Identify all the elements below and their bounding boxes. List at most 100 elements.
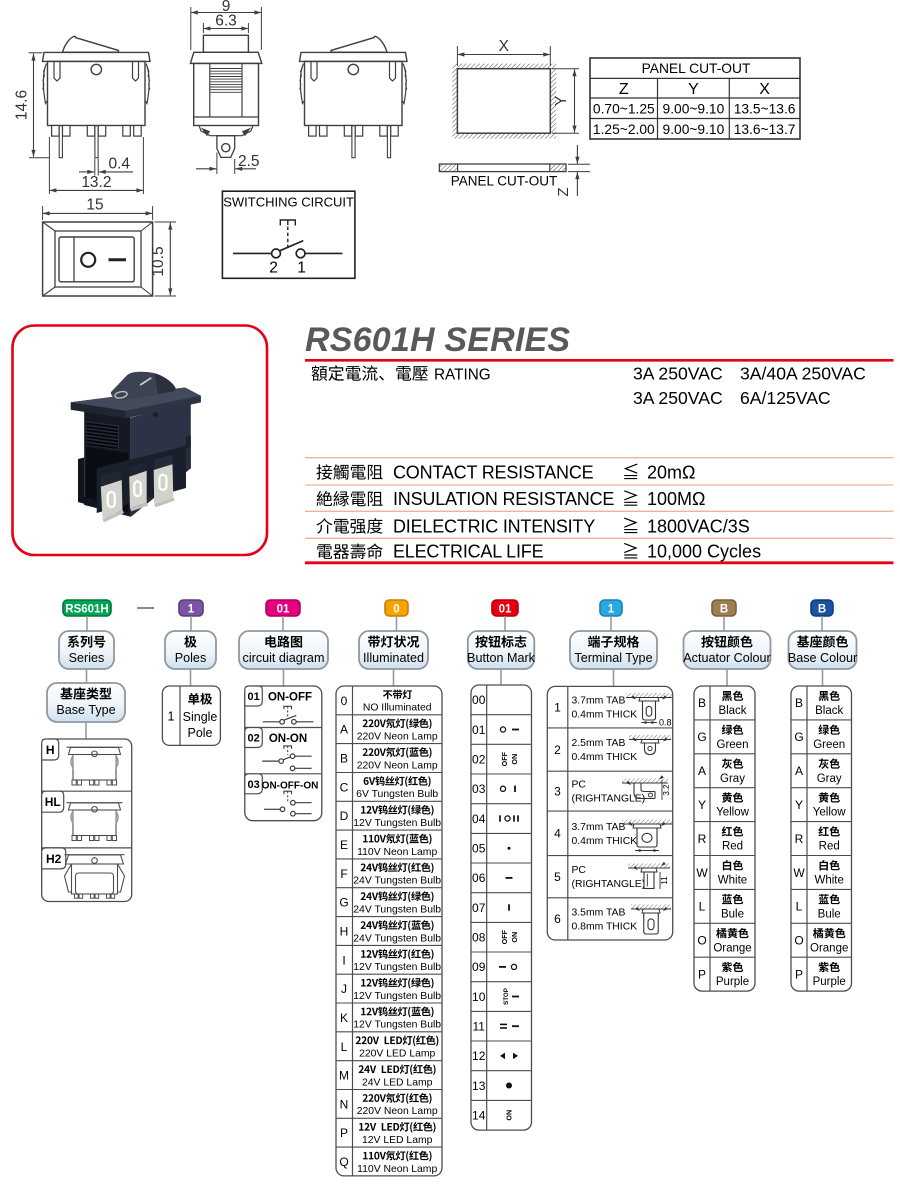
svg-text:L: L [699,900,706,914]
svg-text:24V Tungsten Bulb: 24V Tungsten Bulb [353,876,441,887]
svg-text:B: B [818,604,826,616]
svg-text:12V Tungsten Bulb: 12V Tungsten Bulb [353,818,441,829]
svg-text:Orange: Orange [810,942,848,954]
svg-text:Y: Y [795,798,803,812]
svg-text:12V LED Lamp: 12V LED Lamp [362,1135,433,1146]
svg-text:G: G [697,730,706,744]
svg-text:0.8mm THICK: 0.8mm THICK [572,921,638,932]
svg-text:0.8: 0.8 [659,718,672,728]
svg-text:W: W [793,866,805,880]
svg-text:X: X [759,81,770,98]
svg-text:F: F [340,867,347,881]
svg-text:3.2: 3.2 [662,784,671,796]
svg-text:D: D [340,809,349,823]
svg-text:Series: Series [69,651,105,665]
svg-text:13.5~13.6: 13.5~13.6 [734,102,796,117]
svg-text:13: 13 [472,1079,486,1093]
svg-text:03: 03 [247,779,259,791]
svg-text:Illuminated: Illuminated [363,651,424,665]
svg-text:Poles: Poles [175,651,207,665]
svg-text:ON: ON [505,1110,514,1121]
svg-text:12: 12 [472,1049,486,1063]
svg-text:NO Illuminated: NO Illuminated [363,703,432,714]
svg-text:1: 1 [608,604,615,616]
svg-text:06: 06 [472,871,486,885]
svg-text:2: 2 [554,743,561,757]
svg-text:14: 14 [472,1109,486,1123]
svg-text:White: White [814,875,843,887]
svg-text:4: 4 [554,827,561,841]
svg-text:6V Tungsten Bulb: 6V Tungsten Bulb [356,789,438,800]
svg-text:Bule: Bule [818,908,841,920]
svg-text:220V Neon Lamp: 220V Neon Lamp [357,760,438,771]
svg-text:Terminal Type: Terminal Type [574,651,652,665]
svg-text:P: P [698,968,706,982]
svg-text:05: 05 [472,842,486,856]
svg-text:5: 5 [554,870,561,884]
svg-text:M: M [339,1069,349,1083]
svg-text:G: G [339,896,348,910]
svg-text:ELECTRICAL LIFE: ELECTRICAL LIFE [393,542,544,562]
svg-text:10: 10 [472,990,486,1004]
svg-text:A: A [340,723,348,737]
svg-text:Green: Green [717,739,749,751]
svg-text:6: 6 [554,912,561,926]
svg-text:1800VAC/3S: 1800VAC/3S [647,516,750,536]
svg-text:Single: Single [183,710,218,724]
svg-text:0: 0 [341,694,348,708]
svg-text:0: 0 [393,604,399,616]
svg-text:ON: ON [510,754,519,765]
svg-text:Q: Q [339,1155,348,1169]
svg-text:0.4mm THICK: 0.4mm THICK [572,752,638,763]
svg-text:9.00~9.10: 9.00~9.10 [663,122,725,137]
svg-text:02: 02 [247,733,259,745]
svg-text:P: P [795,968,803,982]
svg-text:ON-OFF-ON: ON-OFF-ON [262,781,319,792]
svg-text:9: 9 [222,0,231,15]
svg-text:H: H [46,743,55,757]
svg-text:01: 01 [247,691,259,703]
svg-text:3: 3 [554,785,561,799]
svg-text:CONTACT RESISTANCE: CONTACT RESISTANCE [393,462,594,482]
svg-text:Base Colour: Base Colour [788,651,857,665]
svg-text:11: 11 [472,1020,485,1034]
svg-text:White: White [718,875,747,887]
svg-text:Bule: Bule [721,908,744,920]
svg-text:110V Neon Lamp: 110V Neon Lamp [357,1164,437,1175]
svg-text:Actuator Colour: Actuator Colour [683,651,771,665]
svg-text:220V Neon Lamp: 220V Neon Lamp [357,1106,438,1117]
svg-text:X: X [499,38,510,55]
svg-text:A: A [795,764,803,778]
svg-text:R: R [795,832,804,846]
svg-text:Yellow: Yellow [716,807,750,819]
svg-text:Y: Y [553,96,570,106]
svg-text:08: 08 [472,931,486,945]
svg-text:12V Tungsten Bulb: 12V Tungsten Bulb [353,991,441,1002]
svg-text:PC: PC [572,865,587,876]
svg-text:20mΩ: 20mΩ [647,462,695,482]
svg-text:K: K [340,1011,348,1025]
svg-text:220V Neon Lamp: 220V Neon Lamp [357,732,438,743]
svg-text:P: P [340,1126,348,1140]
svg-text:1: 1 [188,604,195,616]
svg-text:H2: H2 [46,852,62,866]
svg-text:01: 01 [277,604,290,616]
svg-text:Red: Red [819,841,840,853]
svg-text:1: 1 [168,710,175,724]
svg-text:12V Tungsten Bulb: 12V Tungsten Bulb [353,1020,441,1031]
svg-text:00: 00 [472,693,486,707]
svg-text:24V LED Lamp: 24V LED Lamp [362,1077,433,1088]
svg-text:12V Tungsten Bulb: 12V Tungsten Bulb [353,962,441,973]
svg-text:10,000 Cycles: 10,000 Cycles [647,542,761,562]
svg-text:Pole: Pole [187,726,212,740]
svg-text:15: 15 [86,197,103,214]
svg-text:09: 09 [472,960,486,974]
svg-text:PANEL CUT-OUT: PANEL CUT-OUT [451,174,558,189]
svg-text:100MΩ: 100MΩ [647,489,705,509]
svg-text:O: O [697,934,706,948]
svg-text:2.5mm TAB: 2.5mm TAB [572,738,626,749]
svg-text:Orange: Orange [713,942,751,954]
svg-text:07: 07 [472,901,486,915]
svg-text:E: E [340,838,348,852]
svg-text:Z: Z [555,187,572,196]
